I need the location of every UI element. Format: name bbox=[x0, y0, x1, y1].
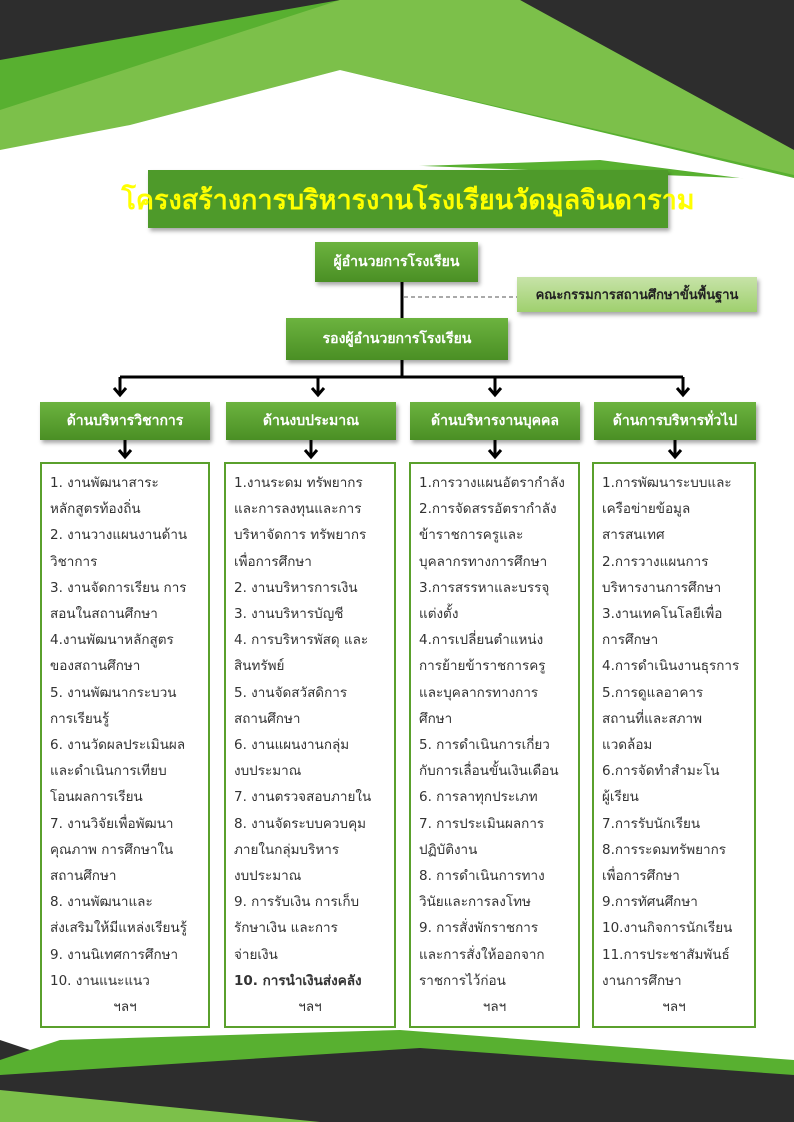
list-item: สอนในสถานศึกษา bbox=[50, 606, 158, 623]
list-item: 4.การเปลี่ยนตำแหน่ง bbox=[419, 632, 544, 649]
list-item: และบุคลากรทางการ bbox=[419, 684, 539, 701]
list-item: ราชการไว้ก่อน bbox=[419, 972, 506, 989]
list-item: 6. งานแผนงานกลุ่ม bbox=[234, 737, 350, 754]
list-item: 1.การพัฒนาระบบและ bbox=[602, 475, 732, 491]
list-item: บริหารงานการศึกษา bbox=[602, 579, 722, 596]
committee-box: คณะกรรมการสถานศึกษาขั้นพื้นฐาน bbox=[517, 277, 757, 312]
list-item: 8. งานจัดระบบควบคุม bbox=[234, 815, 367, 832]
list-item: งบประมาณ bbox=[234, 763, 302, 780]
list-item: การย้ายข้าราชการครู bbox=[419, 658, 546, 675]
list-item: 3. งานจัดการเรียน การ bbox=[50, 579, 187, 596]
list-item: 3. งานบริหารบัญชี bbox=[234, 606, 344, 623]
list-item: 10.งานกิจการนักเรียน bbox=[602, 920, 733, 937]
list-item: งบประมาณ bbox=[234, 868, 302, 885]
header-academic: ด้านบริหารวิชาการ bbox=[40, 402, 210, 440]
list-academic: 1. งานพัฒนาสาระหลักสูตรท้องถิ่น 2. งานวาง… bbox=[40, 462, 210, 1028]
list-item: 4.งานพัฒนาหลักสูตร bbox=[50, 632, 174, 649]
list-item: สารสนเทศ bbox=[602, 527, 665, 544]
list-item: 5. การดำเนินการเกี่ยว bbox=[419, 737, 550, 754]
list-item: 1.งานระดม ทรัพยากร bbox=[234, 475, 363, 491]
list-item: ส่งเสริมให้มีแหล่งเรียนรู้ bbox=[50, 920, 187, 937]
etc-label: ฯลฯ bbox=[113, 999, 137, 1016]
list-item: ข้าราชการครูและ bbox=[419, 527, 524, 544]
list-item: 6.การจัดทำสำมะโน bbox=[602, 763, 720, 780]
header-general: ด้านการบริหารทั่วไป bbox=[594, 402, 756, 440]
list-item: ภายในกลุ่มบริหาร bbox=[234, 841, 340, 858]
list-item: วิชาการ bbox=[50, 553, 98, 570]
list-item: เครือข่ายข้อมูล bbox=[602, 501, 691, 518]
list-item: 4. การบริหารพัสดุ และ bbox=[234, 632, 369, 649]
list-item: 8. การดำเนินการทาง bbox=[419, 868, 545, 885]
list-item: 9.การทัศนศึกษา bbox=[602, 894, 698, 911]
list-item: และการลงทุนและการ bbox=[234, 501, 362, 518]
list-item: คุณภาพ การศึกษาใน bbox=[50, 841, 174, 858]
list-item: บริหาจัดการ ทรัพยากร bbox=[234, 527, 367, 544]
list-personnel: 1.การวางแผนอัตรากำลัง 2.การจัดสรรอัตรากำล… bbox=[409, 462, 580, 1028]
list-item: สถานศึกษา bbox=[234, 710, 301, 727]
list-item: ของสถานศึกษา bbox=[50, 658, 141, 675]
list-item: 4.การดำเนินงานธุรการ bbox=[602, 658, 740, 675]
list-item: แวดล้อม bbox=[602, 737, 653, 754]
list-item: 3.การสรรหาและบรรจุ bbox=[419, 579, 550, 596]
list-item: ผู้เรียน bbox=[602, 789, 639, 806]
list-item: รักษาเงิน และการ bbox=[234, 920, 338, 937]
list-item: บุคลากรทางการศึกษา bbox=[419, 553, 548, 570]
list-item: การศึกษา bbox=[602, 632, 659, 649]
list-item: แต่งตั้ง bbox=[419, 606, 459, 623]
list-item: 6. งานวัดผลประเมินผล bbox=[50, 737, 186, 754]
list-item: ปฏิบัติงาน bbox=[419, 841, 478, 858]
list-item: 5.การดูแลอาคาร bbox=[602, 684, 704, 701]
list-item: 2.การวางแผนการ bbox=[602, 553, 709, 570]
list-item: หลักสูตรท้องถิ่น bbox=[50, 501, 141, 518]
list-item: 2. งานบริหารการเงิน bbox=[234, 579, 358, 596]
list-item: สินทรัพย์ bbox=[234, 658, 285, 675]
list-item: สถานที่และสภาพ bbox=[602, 710, 702, 727]
list-item: 6. การลาทุกประเภท bbox=[419, 789, 538, 806]
list-item: 10. การนำเงินส่งคลัง bbox=[234, 972, 362, 989]
list-item: วินัยและการลงโทษ bbox=[419, 894, 531, 911]
list-item: 5. งานพัฒนากระบวน bbox=[50, 684, 177, 701]
list-item: 7. การประเมินผลการ bbox=[419, 815, 545, 832]
list-item: 7. งานวิจัยเพื่อพัฒนา bbox=[50, 815, 174, 832]
list-item: 5. งานจัดสวัสดิการ bbox=[234, 684, 348, 701]
etc-label: ฯลฯ bbox=[662, 999, 686, 1016]
list-item: เพื่อการศึกษา bbox=[602, 868, 680, 885]
list-item: 7.การรับนักเรียน bbox=[602, 815, 701, 832]
list-item: 8.การระดมทรัพยากร bbox=[602, 841, 727, 858]
header-budget: ด้านงบประมาณ bbox=[226, 402, 396, 440]
list-item: และดำเนินการเทียบ bbox=[50, 763, 167, 780]
list-budget: 1.งานระดม ทรัพยากรและการลงทุนและการบริหา… bbox=[224, 462, 396, 1028]
list-item: 8. งานพัฒนาและ bbox=[50, 894, 153, 911]
list-item: 1. งานพัฒนาสาระ bbox=[50, 475, 159, 491]
list-item: 9. งานนิเทศการศึกษา bbox=[50, 946, 179, 963]
list-item: 9. การรับเงิน การเก็บ bbox=[234, 894, 360, 911]
header-personnel: ด้านบริหารงานบุคคล bbox=[410, 402, 580, 440]
list-item: 7. งานตรวจสอบภายใน bbox=[234, 789, 372, 806]
list-item: 2.การจัดสรรอัตรากำลัง bbox=[419, 501, 557, 518]
list-item: งานการศึกษา bbox=[602, 972, 682, 989]
list-item: และการสั่งให้ออกจาก bbox=[419, 946, 545, 963]
list-item: กับการเลื่อนขั้นเงินเดือน bbox=[419, 763, 559, 780]
list-item: จ่ายเงิน bbox=[234, 946, 278, 963]
chart-title: โครงสร้างการบริหารงานโรงเรียนวัดมูลจินดา… bbox=[121, 170, 695, 228]
list-item: 10. งานแนะแนว bbox=[50, 972, 150, 989]
list-item: การเรียนรู้ bbox=[50, 710, 110, 727]
etc-label: ฯลฯ bbox=[298, 999, 322, 1016]
list-item: 11.การประชาสัมพันธ์ bbox=[602, 946, 730, 963]
list-item: 9. การสั่งพักราชการ bbox=[419, 920, 539, 937]
deputy-director-box: รองผู้อำนวยการโรงเรียน bbox=[286, 318, 508, 360]
list-general: 1.การพัฒนาระบบและเครือข่ายข้อมูลสารสนเทศ… bbox=[592, 462, 756, 1028]
list-item: ศึกษา bbox=[419, 710, 453, 727]
director-box: ผู้อำนวยการโรงเรียน bbox=[315, 242, 478, 282]
etc-label: ฯลฯ bbox=[482, 999, 507, 1016]
list-item: 1.การวางแผนอัตรากำลัง bbox=[419, 475, 565, 491]
list-item: โอนผลการเรียน bbox=[50, 789, 143, 806]
list-item: 2. งานวางแผนงานด้าน bbox=[50, 527, 188, 544]
list-item: สถานศึกษา bbox=[50, 868, 117, 885]
list-item: 3.งานเทคโนโลยีเพื่อ bbox=[602, 606, 723, 623]
list-item: เพื่อการศึกษา bbox=[234, 553, 312, 570]
